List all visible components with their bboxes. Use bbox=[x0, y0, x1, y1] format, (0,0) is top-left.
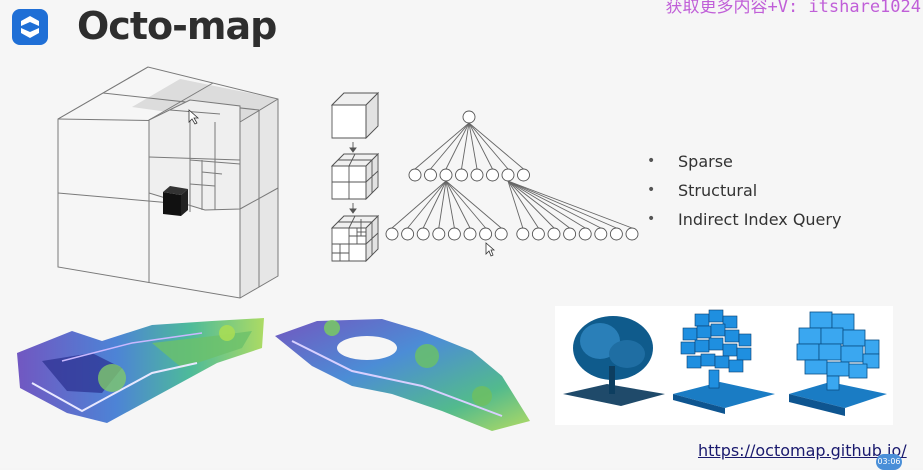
tree-node bbox=[408, 168, 422, 182]
tree-node bbox=[486, 168, 499, 182]
tree-node bbox=[424, 168, 437, 182]
tree-edge bbox=[445, 180, 486, 229]
tree-node bbox=[547, 227, 561, 241]
tree-edge bbox=[507, 180, 586, 229]
tree-node bbox=[455, 168, 468, 182]
tree-edge bbox=[507, 180, 570, 229]
tree-node bbox=[470, 168, 484, 182]
tree-edge bbox=[468, 122, 478, 170]
tree-edge bbox=[507, 180, 617, 229]
tree-edge bbox=[507, 180, 633, 229]
tree-node bbox=[432, 227, 446, 241]
bullet-list: Sparse Structural Indirect Index Query bbox=[645, 147, 841, 234]
mouse-cursor-icon bbox=[485, 242, 496, 257]
tree-edge bbox=[445, 180, 502, 229]
octree-cube-diagram bbox=[57, 66, 279, 299]
tree-node bbox=[385, 227, 399, 241]
octomap-link[interactable]: https://octomap.github.io/ bbox=[698, 441, 907, 460]
tree-node bbox=[447, 227, 461, 241]
page-title: Octo-map bbox=[77, 4, 277, 48]
tree-edge bbox=[468, 122, 509, 170]
tree-edge bbox=[407, 180, 447, 229]
tree-edge bbox=[507, 180, 555, 229]
tree-node bbox=[517, 168, 530, 182]
tree-edge bbox=[445, 122, 470, 170]
tree-node bbox=[501, 168, 515, 182]
tree-edge bbox=[422, 180, 447, 229]
point-cloud-map-image bbox=[275, 319, 530, 431]
tree-node bbox=[439, 168, 453, 182]
tree-edge bbox=[507, 180, 524, 229]
tree-node bbox=[609, 227, 623, 241]
bullet-item: Structural bbox=[645, 176, 841, 205]
tree-node bbox=[625, 227, 639, 241]
tree-node bbox=[563, 227, 577, 241]
watermark-text: 获取更多内容+V: itshare1024 bbox=[665, 0, 921, 17]
video-timer-badge: 03:06 bbox=[876, 454, 902, 470]
tree-node bbox=[578, 227, 592, 241]
tree-edge bbox=[507, 180, 602, 229]
tree-node bbox=[494, 227, 508, 241]
tree-voxel-images bbox=[555, 306, 893, 425]
tree-edge bbox=[391, 180, 447, 229]
bullet-item: Sparse bbox=[645, 147, 841, 176]
cube-subdivision-diagram bbox=[330, 91, 380, 263]
tree-node bbox=[401, 227, 415, 241]
mouse-cursor-icon bbox=[188, 109, 200, 125]
tree-edge bbox=[468, 122, 524, 170]
bullet-item: Indirect Index Query bbox=[645, 205, 841, 234]
point-cloud-map-image bbox=[17, 318, 264, 423]
tree-node bbox=[594, 227, 608, 241]
tree-edge bbox=[438, 180, 447, 229]
tree-node bbox=[416, 227, 430, 241]
tree-edge bbox=[445, 180, 455, 229]
tree-edge bbox=[430, 122, 470, 170]
logo-icon bbox=[12, 9, 48, 45]
tree-edge bbox=[445, 180, 471, 229]
tree-edge bbox=[468, 122, 493, 170]
tree-node bbox=[479, 227, 493, 241]
tree-node bbox=[516, 227, 530, 241]
tree-node bbox=[462, 110, 476, 124]
tree-edge bbox=[461, 122, 470, 170]
tree-node bbox=[531, 227, 545, 241]
tree-edge bbox=[507, 180, 539, 229]
octree-tree-diagram bbox=[385, 110, 639, 257]
tree-edge bbox=[414, 122, 470, 170]
tree-node bbox=[463, 227, 477, 241]
